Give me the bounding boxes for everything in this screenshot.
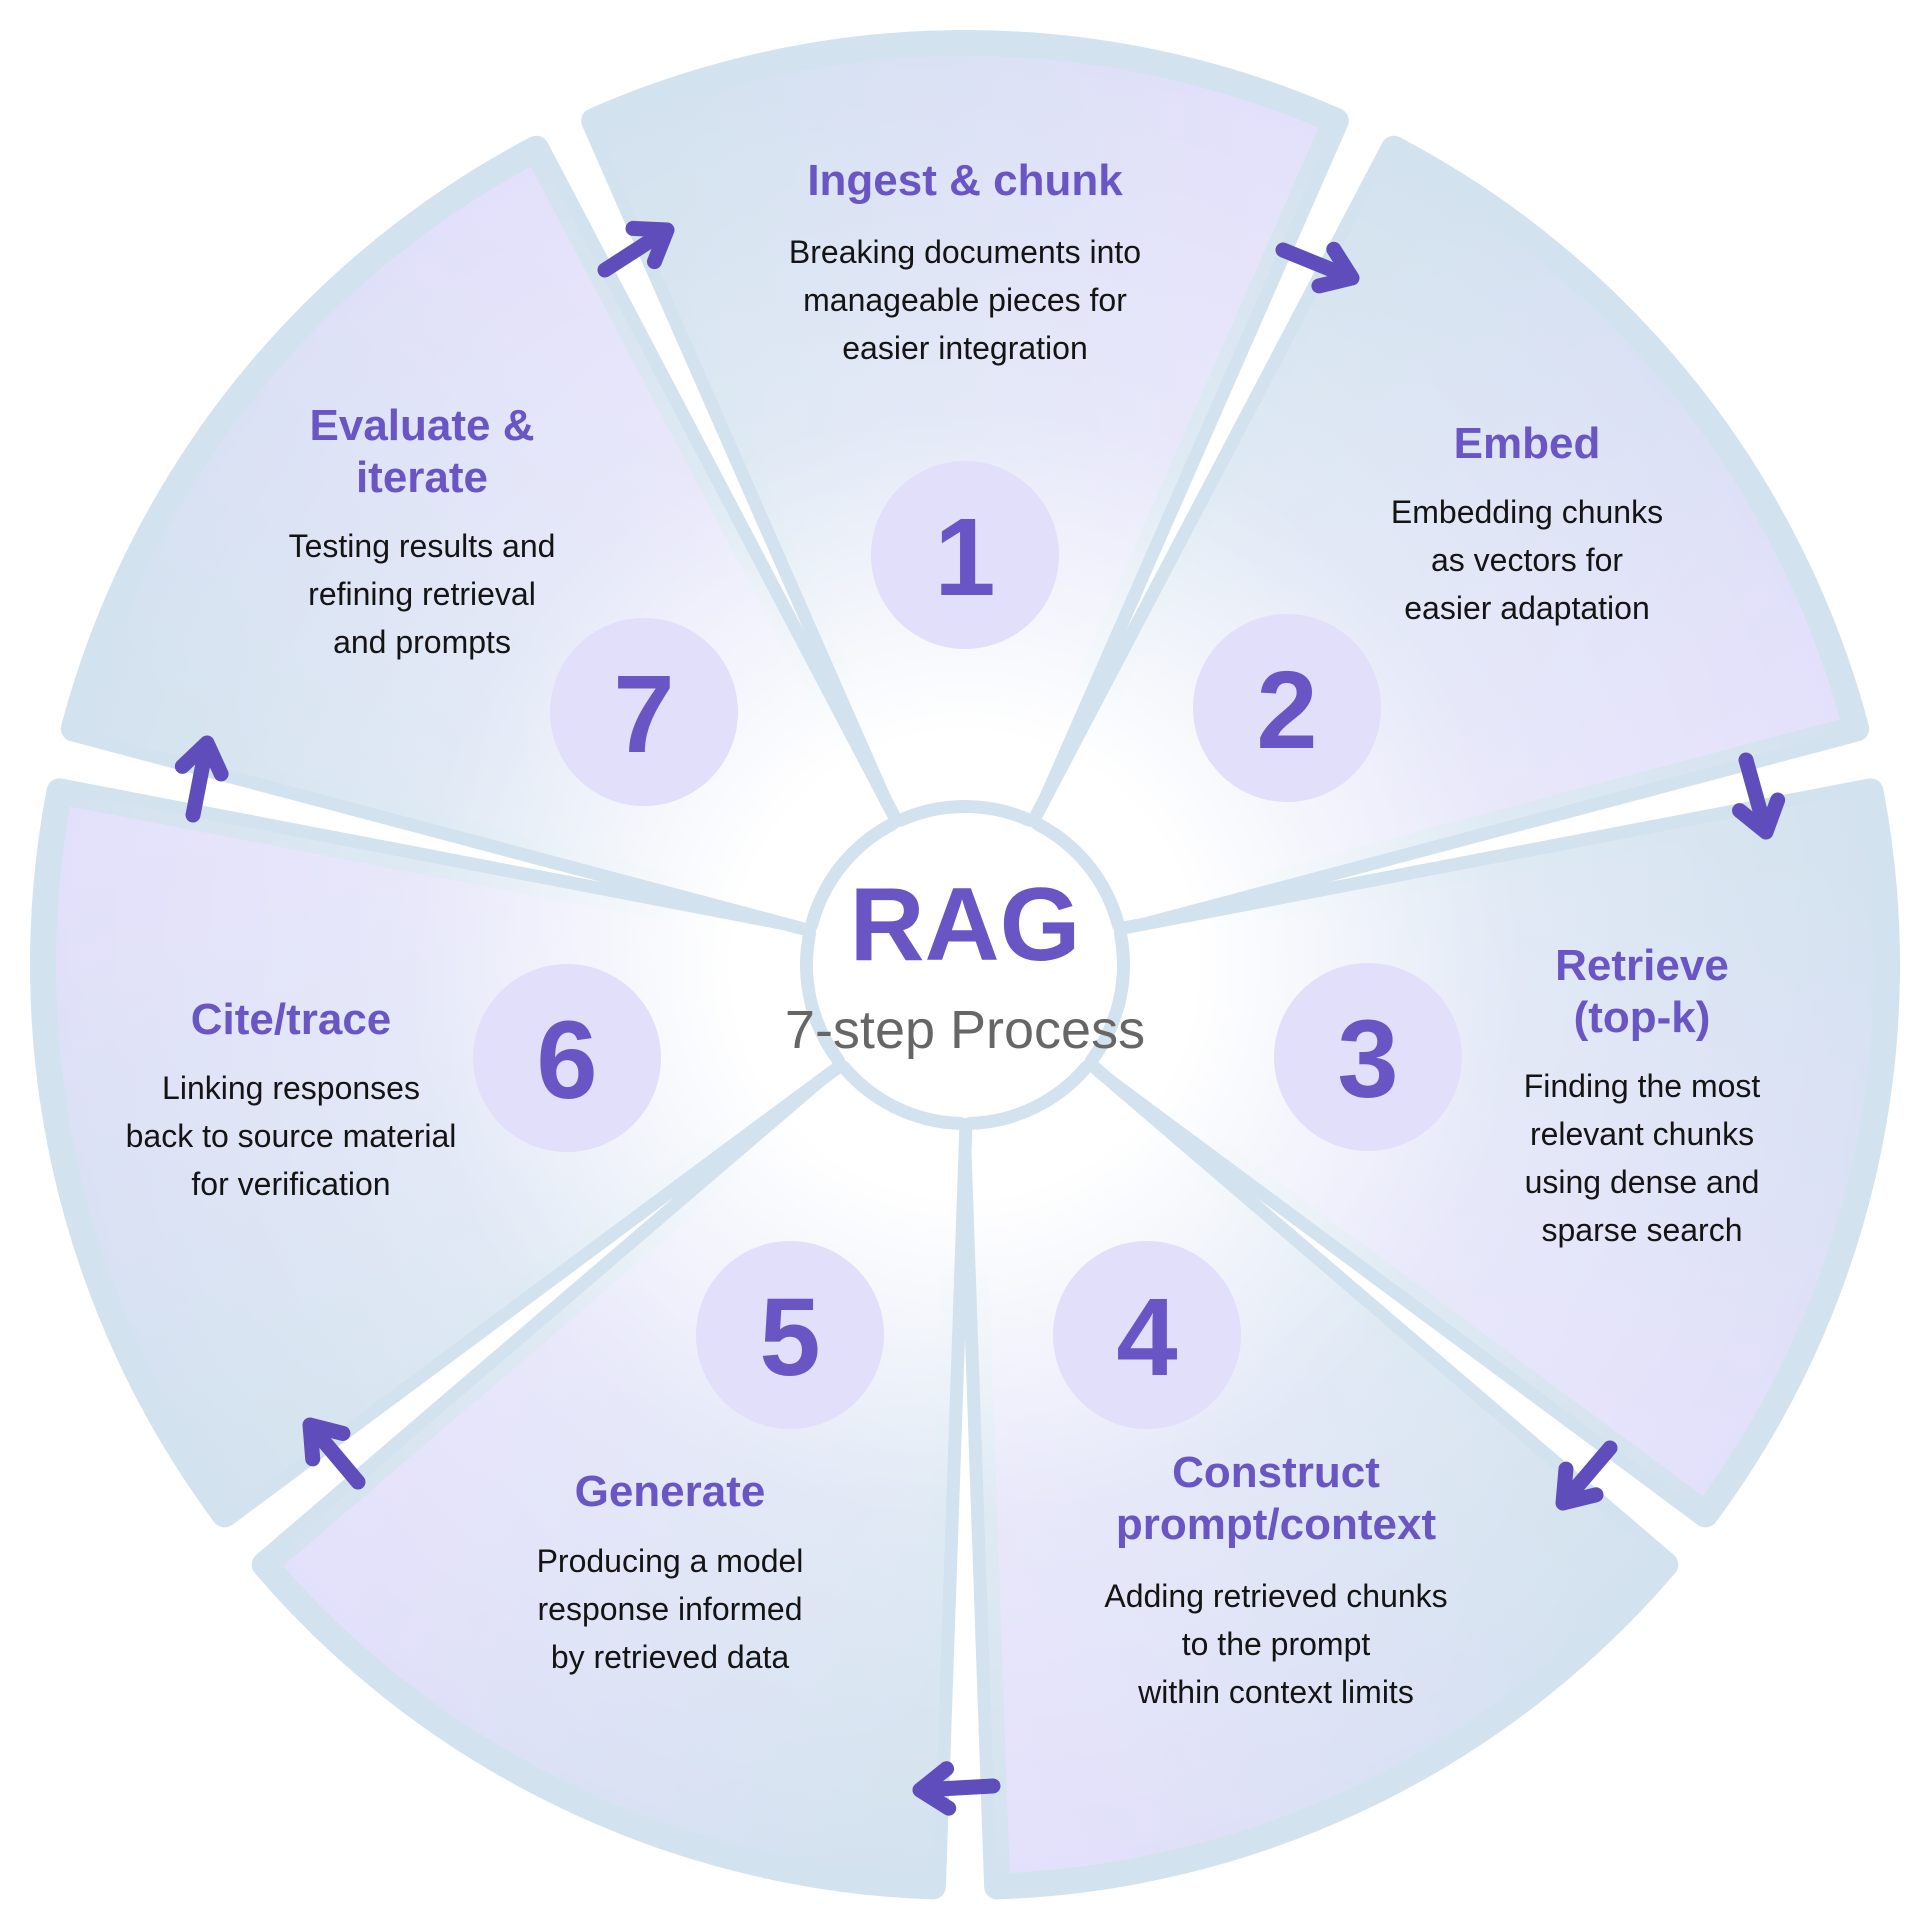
arrow-from-step-2: [1732, 752, 1786, 840]
arrow-icon: [597, 220, 675, 278]
arrow-icon: [174, 735, 229, 823]
segment-step-6: [30, 778, 846, 1528]
segment-step-3: [1084, 778, 1900, 1528]
badges-layer: 1 2 3 4 5 6 7: [473, 461, 1462, 1429]
step-description: within context limits: [1137, 1674, 1414, 1710]
step-badge-5: 5: [696, 1241, 884, 1429]
step-description: Breaking documents into: [789, 234, 1141, 270]
step-badge-1: 1: [871, 461, 1059, 649]
arrow-from-step-6: [174, 735, 229, 823]
arrow-from-step-4: [912, 1761, 1001, 1816]
step-number: 7: [613, 653, 674, 776]
badge-circle: [1274, 963, 1462, 1151]
arrow-from-step-5: [302, 1417, 366, 1490]
step-number: 2: [1256, 649, 1317, 772]
step-description: response informed: [537, 1591, 802, 1627]
step-description: manageable pieces for: [803, 282, 1127, 318]
step-description: easier integration: [842, 330, 1087, 366]
step-description: Embedding chunks: [1391, 494, 1663, 530]
step-description: Linking responses: [162, 1070, 420, 1106]
step-description: for verification: [191, 1166, 390, 1202]
step-badge-3: 3: [1274, 963, 1462, 1151]
step-label-3: Retrieve(top-k) Finding the most relevant …: [1524, 941, 1761, 1248]
segment-glow: [1097, 791, 1887, 1515]
step-description: easier adaptation: [1404, 590, 1650, 626]
step-number: 5: [759, 1276, 820, 1399]
arrow-from-step-1: [1275, 241, 1360, 294]
step-title: Evaluate &: [310, 401, 535, 450]
arrow-icon: [1275, 241, 1360, 294]
step-title: Generate: [575, 1467, 766, 1516]
step-description: by retrieved data: [551, 1639, 790, 1675]
step-title: Ingest & chunk: [807, 156, 1123, 205]
step-description: and prompts: [333, 624, 511, 660]
step-description: refining retrieval: [308, 576, 536, 612]
step-title: prompt/context: [1116, 1500, 1437, 1549]
step-description: using dense and: [1525, 1164, 1760, 1200]
badge-circle: [1193, 614, 1381, 802]
step-description: Adding retrieved chunks: [1104, 1578, 1447, 1614]
arrow-icon: [1555, 1440, 1618, 1511]
arrow-from-step-7: [597, 220, 675, 278]
step-badge-6: 6: [473, 964, 661, 1152]
step-title: Cite/trace: [191, 995, 392, 1044]
step-title: Embed: [1454, 419, 1601, 468]
step-description: back to source material: [126, 1118, 457, 1154]
badge-circle: [473, 964, 661, 1152]
step-description: to the prompt: [1182, 1626, 1371, 1662]
step-badge-2: 2: [1193, 614, 1381, 802]
badge-circle: [696, 1241, 884, 1429]
step-description: Testing results and: [289, 528, 556, 564]
step-number: 3: [1337, 998, 1398, 1121]
center-label: RAG 7-step Process: [785, 867, 1145, 1060]
step-badge-7: 7: [550, 618, 738, 806]
arrows-layer: [174, 220, 1786, 1816]
step-number: 6: [536, 999, 597, 1122]
step-number: 4: [1116, 1276, 1177, 1399]
step-description: Finding the most: [1524, 1068, 1761, 1104]
center-subtitle: 7-step Process: [785, 1000, 1145, 1060]
arrow-icon: [912, 1761, 1001, 1816]
step-number: 1: [934, 496, 995, 619]
step-title: Construct: [1172, 1448, 1380, 1497]
badge-circle: [871, 461, 1059, 649]
step-description: sparse search: [1542, 1212, 1743, 1248]
arrow-icon: [1732, 752, 1786, 840]
step-description: Producing a model: [537, 1543, 804, 1579]
badge-circle: [1053, 1241, 1241, 1429]
segment-glow: [594, 42, 1336, 814]
step-badge-4: 4: [1053, 1241, 1241, 1429]
step-title: iterate: [356, 453, 488, 502]
arrow-from-step-3: [1555, 1440, 1618, 1511]
segment-step-1: [581, 30, 1349, 827]
step-title: (top-k): [1574, 993, 1711, 1042]
arrow-icon: [302, 1417, 366, 1490]
badge-circle: [550, 618, 738, 806]
step-description: as vectors for: [1431, 542, 1623, 578]
step-title: Retrieve: [1555, 941, 1729, 990]
segment-glow: [43, 791, 833, 1515]
center-title: RAG: [849, 867, 1080, 983]
step-description: relevant chunks: [1530, 1116, 1754, 1152]
